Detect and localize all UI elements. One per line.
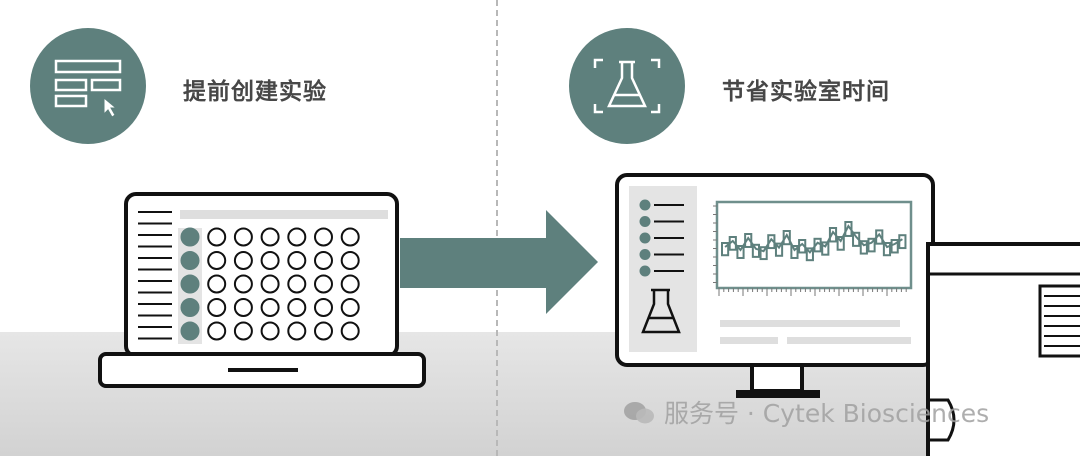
trace-bar: [821, 241, 830, 256]
well-empty: [260, 251, 280, 270]
sample-dot: [639, 249, 651, 260]
well-filled: [180, 227, 200, 247]
well-empty: [314, 321, 333, 341]
well-empty: [287, 321, 307, 341]
well-empty: [340, 251, 360, 270]
layout-cursor-icon: [54, 59, 122, 118]
trace-bar: [790, 245, 799, 259]
well-empty: [233, 251, 253, 270]
well-empty: [207, 251, 227, 270]
well-filled: [180, 274, 200, 294]
well-filled: [180, 321, 200, 341]
well-empty: [207, 274, 227, 294]
well-filled: [180, 251, 200, 270]
cytometer-illustration: [926, 242, 1080, 456]
well-empty: [260, 227, 280, 247]
well-empty: [340, 298, 360, 317]
sample-dot: [639, 216, 651, 227]
well-empty: [287, 251, 307, 270]
well-empty: [207, 298, 227, 317]
trace-bar: [736, 245, 745, 259]
trace-bar: [721, 242, 730, 257]
right-badge: [569, 28, 685, 144]
well-empty: [287, 274, 307, 294]
well-filled: [180, 298, 200, 317]
left-badge: [30, 28, 146, 144]
well-empty: [233, 227, 253, 247]
well-empty: [314, 298, 333, 317]
trace-bar: [805, 247, 814, 262]
trace-line: [724, 224, 903, 254]
well-empty: [287, 227, 307, 247]
well-empty: [233, 321, 253, 341]
well-empty: [340, 227, 360, 247]
step-divider: [496, 0, 498, 456]
flask-small-icon: [641, 288, 681, 334]
monitor-illustration: [615, 173, 935, 398]
left-step-label: 提前创建实验: [183, 79, 327, 105]
well-empty: [260, 298, 280, 317]
well-empty: [260, 274, 280, 294]
watermark: 服务号 · Cytek Biosciences: [622, 394, 989, 430]
trace-bar: [836, 236, 845, 251]
watermark-text: 服务号 · Cytek Biosciences: [663, 399, 990, 428]
well-empty: [314, 274, 333, 294]
flask-icon: [593, 58, 661, 114]
well-empty: [233, 274, 253, 294]
trace-bar: [859, 240, 868, 255]
sample-dot: [639, 199, 651, 211]
trace-bar: [774, 242, 784, 257]
well-empty: [314, 227, 333, 247]
well-empty: [207, 227, 227, 247]
well-empty: [340, 274, 360, 294]
right-step-label: 节省实验室时间: [722, 79, 890, 105]
sample-dot: [639, 232, 651, 244]
well-empty: [340, 321, 360, 341]
flow-arrow: [400, 210, 598, 314]
well-empty: [314, 251, 333, 270]
trace-bar: [782, 230, 791, 246]
well-empty: [260, 321, 280, 341]
well-empty: [207, 321, 227, 341]
laptop-illustration: [98, 192, 426, 388]
trace-bar: [744, 233, 753, 248]
trace-bar: [882, 242, 892, 257]
sample-dot: [639, 265, 651, 277]
trace-bar: [751, 243, 760, 258]
well-empty: [233, 298, 253, 317]
well-empty: [287, 298, 307, 317]
trace-bar: [867, 237, 876, 253]
wechat-icon: [622, 400, 656, 426]
trace-bar: [759, 246, 768, 261]
